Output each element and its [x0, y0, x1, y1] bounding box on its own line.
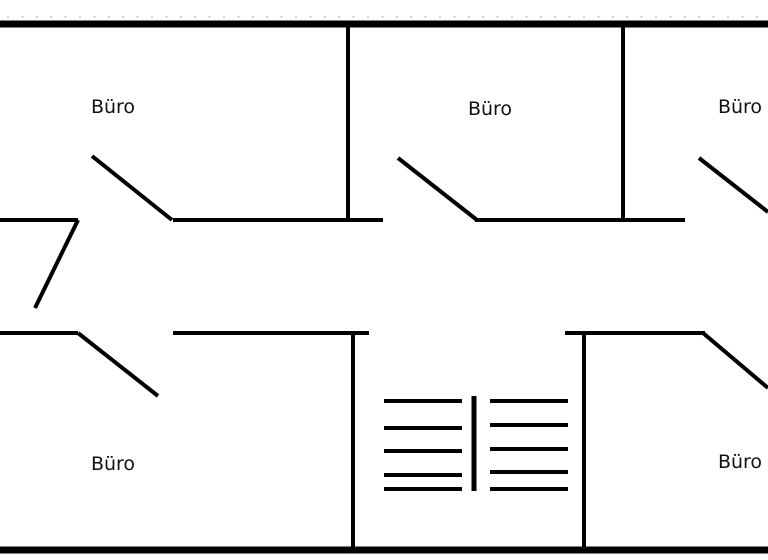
- door-swing: [396, 156, 479, 222]
- room-label: Büro: [90, 453, 136, 475]
- door-swing: [701, 331, 768, 390]
- room-label: Büro: [717, 451, 763, 473]
- door-swing: [33, 219, 80, 309]
- room-label: Büro: [467, 98, 513, 120]
- door-swing: [90, 154, 174, 222]
- staircase: [384, 396, 568, 491]
- room-label: Büro: [717, 96, 763, 118]
- room-label: Büro: [90, 96, 136, 118]
- door-swing: [76, 331, 160, 398]
- door-swing: [697, 156, 768, 214]
